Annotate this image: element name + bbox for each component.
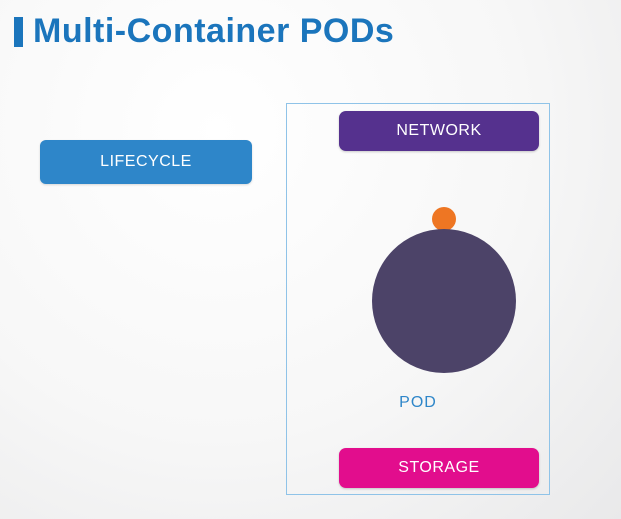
- storage-badge: STORAGE: [339, 448, 539, 488]
- lifecycle-badge: LIFECYCLE: [40, 140, 252, 184]
- page-title: Multi-Container PODs: [14, 12, 394, 51]
- title-accent-bar: [14, 16, 23, 47]
- pod-label: POD: [399, 394, 437, 411]
- page-title-text: Multi-Container PODs: [33, 12, 395, 50]
- pod-diagram-box: NETWORK POD STORAGE: [286, 103, 550, 495]
- network-badge: NETWORK: [339, 111, 539, 151]
- sidecar-container-dot: [432, 207, 456, 231]
- pod-circle: [372, 229, 516, 373]
